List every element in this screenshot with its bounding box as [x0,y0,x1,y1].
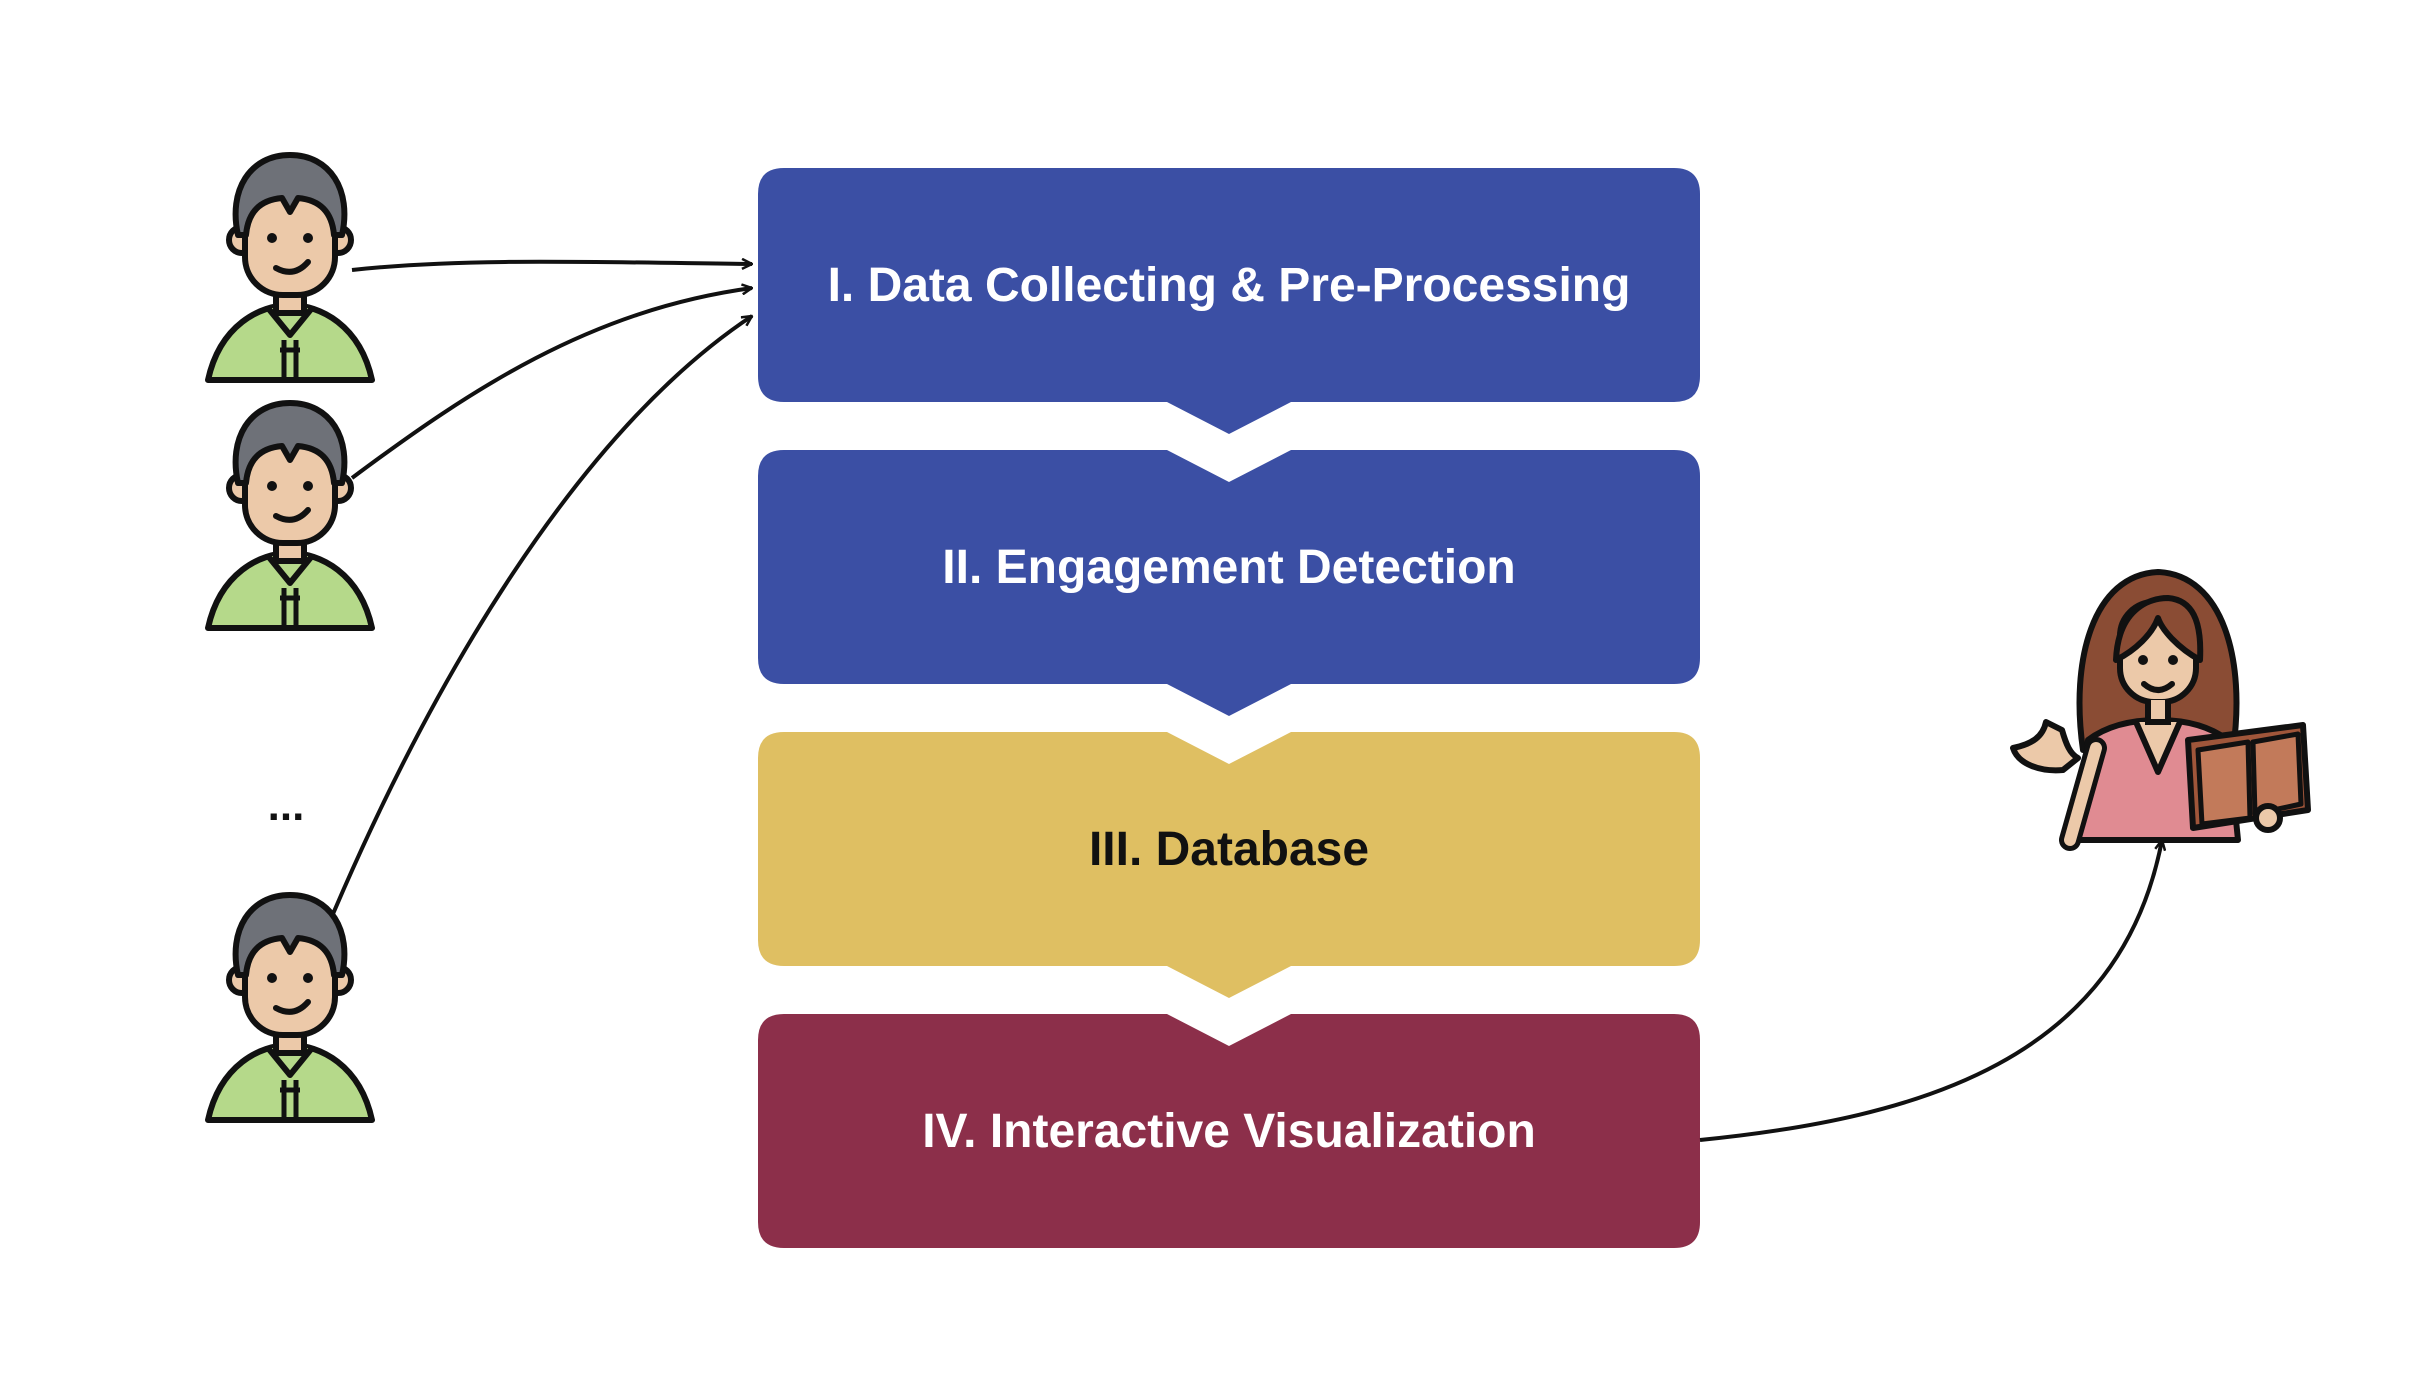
student-group: ... [208,155,372,1120]
stage-block [758,450,1700,716]
students-ellipsis: ... [268,781,305,830]
stage-interactive-visualization: IV. Interactive Visualization [758,1014,1700,1248]
arrow-stage-4-to-teacher [1699,840,2162,1142]
stage-engagement-detection: II. Engagement Detection [758,450,1700,716]
student-avatar-icon [208,403,372,628]
stage-block [758,1014,1700,1248]
student-avatar-icon [208,155,372,380]
teacher-with-book-icon [2010,569,2311,851]
student-avatar-icon [208,895,372,1120]
student-arrows [320,262,752,941]
stage-label: II. Engagement Detection [942,541,1515,594]
stage-database: III. Database [758,732,1700,998]
arrow-student-1-to-stage-1 [351,262,752,272]
arrow-student-3-to-stage-1 [320,314,752,941]
stage-label: I. Data Collecting & Pre-Processing [828,259,1631,312]
stage-data-collecting: I. Data Collecting & Pre-Processing [758,168,1700,434]
stage-label: III. Database [1089,823,1369,876]
stage-block [758,168,1700,434]
stage-block [758,732,1700,998]
arrow-student-2-to-stage-1 [350,288,752,480]
stage-label: IV. Interactive Visualization [922,1105,1536,1158]
